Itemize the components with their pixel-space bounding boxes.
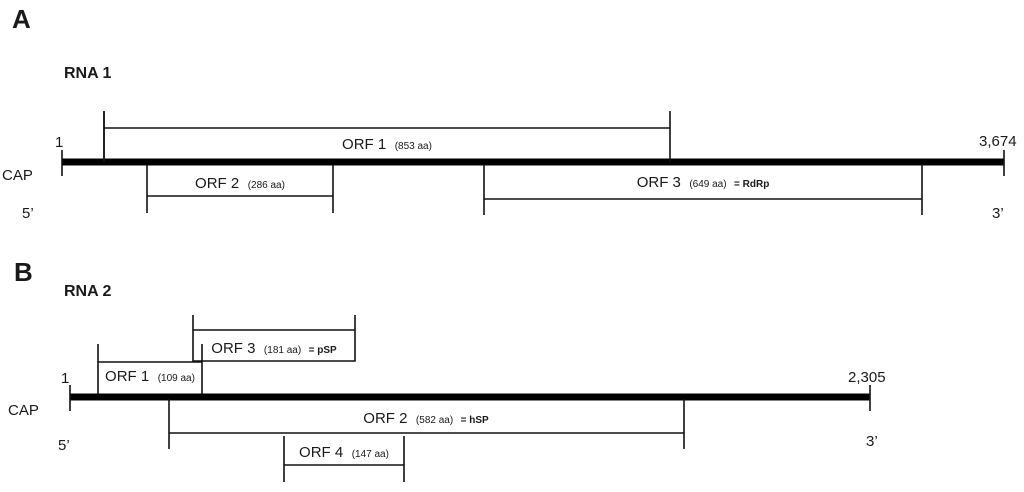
rna2-orf3-aa: (181 aa) <box>264 345 301 356</box>
rna2-start-number: 1 <box>61 370 69 387</box>
rna2-orf4-name: ORF 4 <box>299 444 343 461</box>
rna2-orf2-bracket <box>168 399 685 449</box>
rna1-orf1-name: ORF 1 <box>342 136 386 153</box>
rna2-five-prime: 5’ <box>58 437 70 454</box>
rna1-orf2-bracket <box>146 164 334 213</box>
rna2-orf3: ORF 3 (181 aa) = pSP <box>192 315 356 362</box>
rna2-orf2-label: ORF 2 (582 aa) = hSP <box>363 410 489 427</box>
rna1-orf3-label: ORF 3 (649 aa) = RdRp <box>637 174 770 191</box>
rna1-orf2: ORF 2 (286 aa) <box>146 164 334 213</box>
rna2-orf4-label: ORF 4 (147 aa) <box>299 444 389 461</box>
rna2-orf3-product: = pSP <box>309 345 337 356</box>
rna2-orf4-bracket <box>283 436 405 482</box>
rna1-orf2-name: ORF 2 <box>195 175 239 192</box>
rna1-title: RNA 1 <box>64 65 112 82</box>
panel-a: A RNA 1 1 3,674 CAP 5’ 3’ ORF 1 (853 aa)… <box>2 4 1017 222</box>
rna1-orf3: ORF 3 (649 aa) = RdRp <box>483 164 923 215</box>
rna1-cap-label: CAP <box>2 167 33 184</box>
panel-a-letter: A <box>12 4 31 34</box>
rna1-orf3-name: ORF 3 <box>637 174 681 191</box>
rna2-orf1: ORF 1 (109 aa) <box>97 344 203 395</box>
rna2-orf3-label: ORF 3 (181 aa) = pSP <box>211 340 337 357</box>
rna2-orf4: ORF 4 (147 aa) <box>283 436 405 482</box>
rna1-orf1-label: ORF 1 (853 aa) <box>342 136 432 153</box>
rna1-three-prime: 3’ <box>992 205 1004 222</box>
rna1-orf2-aa: (286 aa) <box>248 180 285 191</box>
rna2-orf2-aa: (582 aa) <box>416 415 453 426</box>
rna2-three-prime: 3’ <box>866 433 878 450</box>
rna2-title: RNA 2 <box>64 283 112 300</box>
rna2-orf2: ORF 2 (582 aa) = hSP <box>168 399 685 449</box>
rna1-start-number: 1 <box>55 134 63 151</box>
rna1-five-prime: 5’ <box>22 205 34 222</box>
rna1-end-number: 3,674 <box>979 133 1017 150</box>
rna1-orf1: ORF 1 (853 aa) <box>103 111 671 162</box>
rna1-orf3-product: = RdRp <box>734 179 769 190</box>
rna2-orf4-aa: (147 aa) <box>352 449 389 460</box>
rna2-orf1-label: ORF 1 (109 aa) <box>105 368 195 385</box>
panel-b: B RNA 2 1 2,305 CAP 5’ 3’ ORF 3 (181 aa)… <box>8 257 886 482</box>
rna2-orf3-box <box>192 315 356 362</box>
rna1-orf1-aa: (853 aa) <box>395 141 432 152</box>
rna2-orf2-name: ORF 2 <box>363 410 407 427</box>
rna2-orf2-product: = hSP <box>461 415 489 426</box>
rna2-cap-label: CAP <box>8 402 39 419</box>
rna1-orf3-aa: (649 aa) <box>689 179 726 190</box>
rna2-end-number: 2,305 <box>848 369 886 386</box>
panel-b-letter: B <box>14 257 33 287</box>
rna2-orf1-aa: (109 aa) <box>158 373 195 384</box>
rna2-orf3-name: ORF 3 <box>211 340 255 357</box>
rna1-orf2-label: ORF 2 (286 aa) <box>195 175 285 192</box>
rna1-orf3-bracket <box>483 164 923 215</box>
rna2-orf1-name: ORF 1 <box>105 368 149 385</box>
